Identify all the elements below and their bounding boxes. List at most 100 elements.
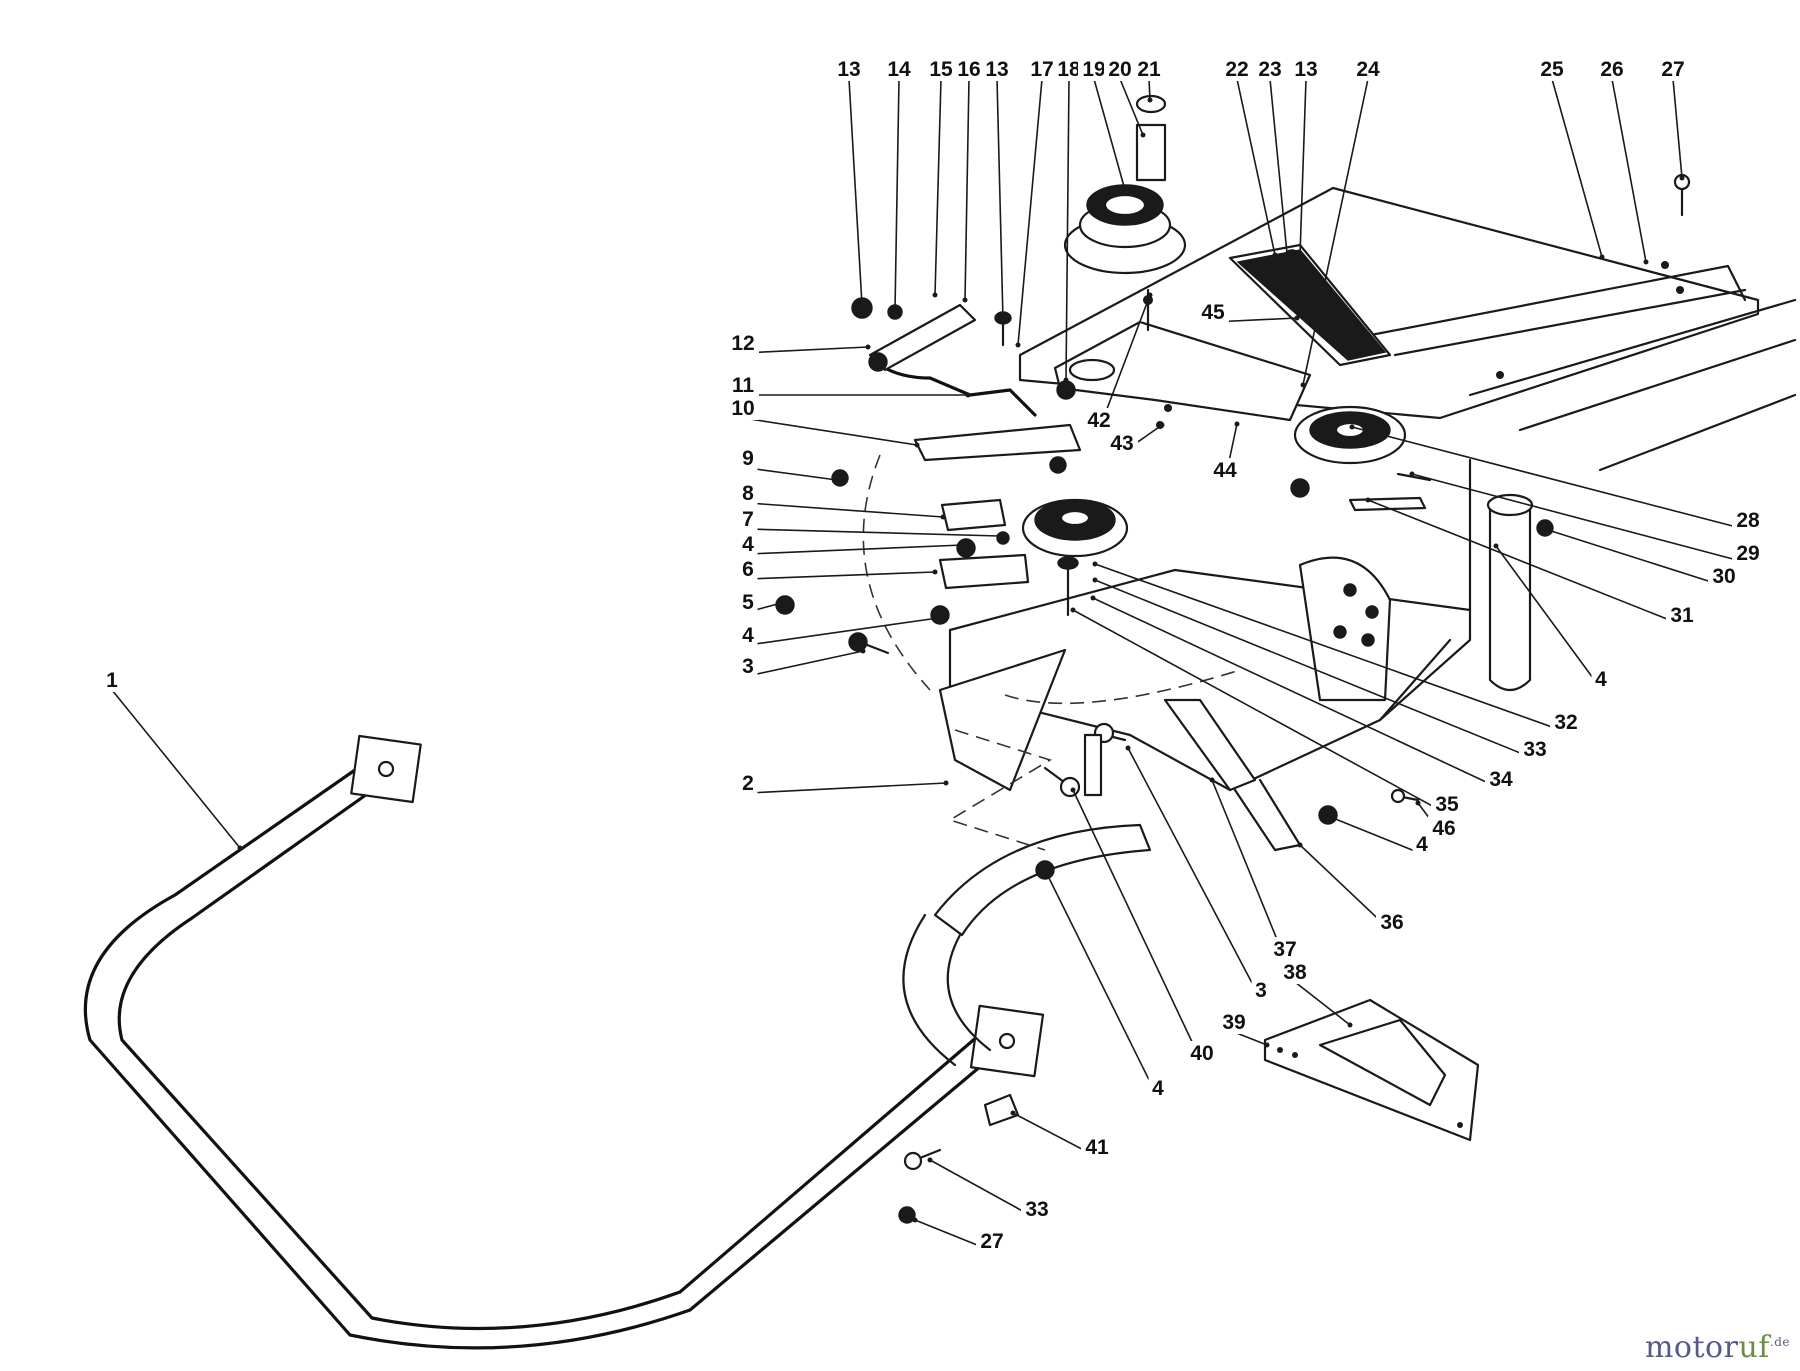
callout-arrow-tip: [960, 542, 966, 548]
callout-arrow-tip: [860, 648, 866, 654]
callout-leader-line: [894, 78, 900, 311]
callout-leader-line: [747, 544, 964, 555]
callout-label-bg: [738, 590, 758, 614]
callout-27: 27: [912, 1217, 1008, 1253]
drive-pulley: [1021, 498, 1129, 558]
callout-label-bg: [1148, 1076, 1168, 1100]
callout-label: 41: [1085, 1136, 1109, 1159]
callout-label: 34: [1489, 768, 1513, 791]
callout-label-bg: [1218, 1010, 1250, 1034]
callout-leader-line: [1236, 78, 1276, 256]
callout-4: 4: [738, 615, 941, 647]
callout-label-bg: [1431, 792, 1463, 816]
callout-label: 16: [957, 58, 980, 81]
callout-leader-line: [1544, 528, 1725, 587]
callout-leader-line: [1611, 78, 1647, 263]
callout-arrow-tip: [1365, 497, 1371, 503]
callout-arrow-tip: [1599, 254, 1605, 260]
callout-leader-line: [1094, 579, 1536, 760]
callout-4: 4: [1042, 867, 1168, 1100]
callout-arrow-tip: [1000, 317, 1006, 323]
callout-label-bg: [1550, 710, 1582, 734]
callout-21: 21: [1133, 57, 1165, 103]
watermark-suffix: .de: [1769, 1335, 1790, 1349]
handle-bar: [83, 734, 1045, 1350]
callout-label: 7: [742, 508, 754, 531]
callout-label: 35: [1435, 793, 1459, 816]
callout-arrow-tip: [1415, 800, 1421, 806]
callout-label-bg: [738, 623, 758, 647]
instruction-plate: [1263, 998, 1480, 1142]
callout-arrow-tip: [1159, 422, 1165, 428]
callout-label: 14: [887, 58, 911, 81]
callout-label: 13: [985, 58, 1008, 81]
callout-32: 32: [1092, 561, 1582, 734]
callout-arrow-tip: [1122, 187, 1128, 193]
callout-label-bg: [738, 446, 758, 470]
callout-leader-line: [1302, 78, 1369, 386]
callout-label-bg: [1081, 1135, 1113, 1159]
callout-arrow-tip: [1147, 97, 1153, 103]
callout-arrow-tip: [1542, 526, 1548, 532]
callout-label: 4: [1595, 668, 1607, 691]
callout-arrow-tip: [1092, 561, 1098, 567]
callout-arrow-tip: [782, 599, 788, 605]
callout-30: 30: [1542, 526, 1740, 588]
callout-14: 14: [883, 57, 915, 313]
callout-label: 3: [742, 655, 754, 678]
callout-label-bg: [1290, 57, 1322, 81]
callout-leader-line: [747, 502, 944, 518]
callout-arrow-tip: [1409, 471, 1415, 477]
callout-leader-line: [1269, 78, 1293, 306]
callout-44: 44: [1209, 421, 1241, 482]
callout-3: 3: [738, 648, 866, 678]
callout-label: 8: [742, 482, 754, 505]
auger-blades: [938, 648, 1302, 852]
callout-2: 2: [738, 771, 949, 795]
callout-label-bg: [976, 1229, 1008, 1253]
callout-20: 20: [1104, 57, 1146, 138]
callout-label-bg: [1083, 408, 1115, 432]
callout-label: 4: [742, 624, 754, 647]
callout-leader-line: [1127, 747, 1262, 1001]
callout-leader-line: [747, 782, 947, 794]
callout-arrow-tip: [940, 514, 946, 520]
callout-33: 33: [927, 1157, 1053, 1221]
callout-leader-line: [1551, 78, 1603, 258]
callout-leader-line: [747, 617, 939, 646]
callout-label: 6: [742, 558, 754, 581]
callout-arrow-tip: [1325, 813, 1331, 819]
callout-label: 39: [1222, 1011, 1245, 1034]
watermark-text-2: uf: [1738, 1330, 1770, 1365]
callout-label-bg: [1104, 57, 1136, 81]
callout-arrow-tip: [859, 302, 865, 308]
callout-34: 34: [1090, 595, 1517, 791]
callout-label: 27: [980, 1230, 1003, 1253]
shift-linkage: [868, 303, 1037, 417]
callout-leader-line: [996, 78, 1004, 321]
callout-leader-line: [1672, 78, 1683, 179]
callout-arrow-tip: [1092, 577, 1098, 583]
callout-4: 4: [1493, 543, 1611, 691]
callout-arrow-tip: [1349, 424, 1355, 430]
callout-leader-line: [1119, 78, 1144, 136]
callout-label-bg: [1269, 937, 1301, 961]
callout-8: 8: [738, 481, 946, 520]
callout-label: 38: [1283, 961, 1307, 984]
callout-leader-line: [964, 78, 970, 301]
callout-label-bg: [1209, 458, 1241, 482]
callout-9: 9: [738, 446, 840, 483]
callout-leader-line: [1065, 78, 1070, 381]
idler-pulley: [1293, 405, 1407, 465]
callout-label-bg: [1708, 564, 1740, 588]
callout-label-bg: [1197, 300, 1229, 324]
callout-46: 46: [1415, 800, 1460, 840]
callout-5: 5: [738, 590, 788, 614]
callout-label: 31: [1670, 604, 1694, 627]
callout-35: 35: [1070, 607, 1463, 816]
callout-41: 41: [1010, 1110, 1113, 1159]
mounting-brackets: [913, 423, 1082, 590]
callout-label: 22: [1225, 58, 1248, 81]
callout-arrow-tip: [1297, 252, 1303, 258]
callout-label: 3: [1255, 979, 1267, 1002]
